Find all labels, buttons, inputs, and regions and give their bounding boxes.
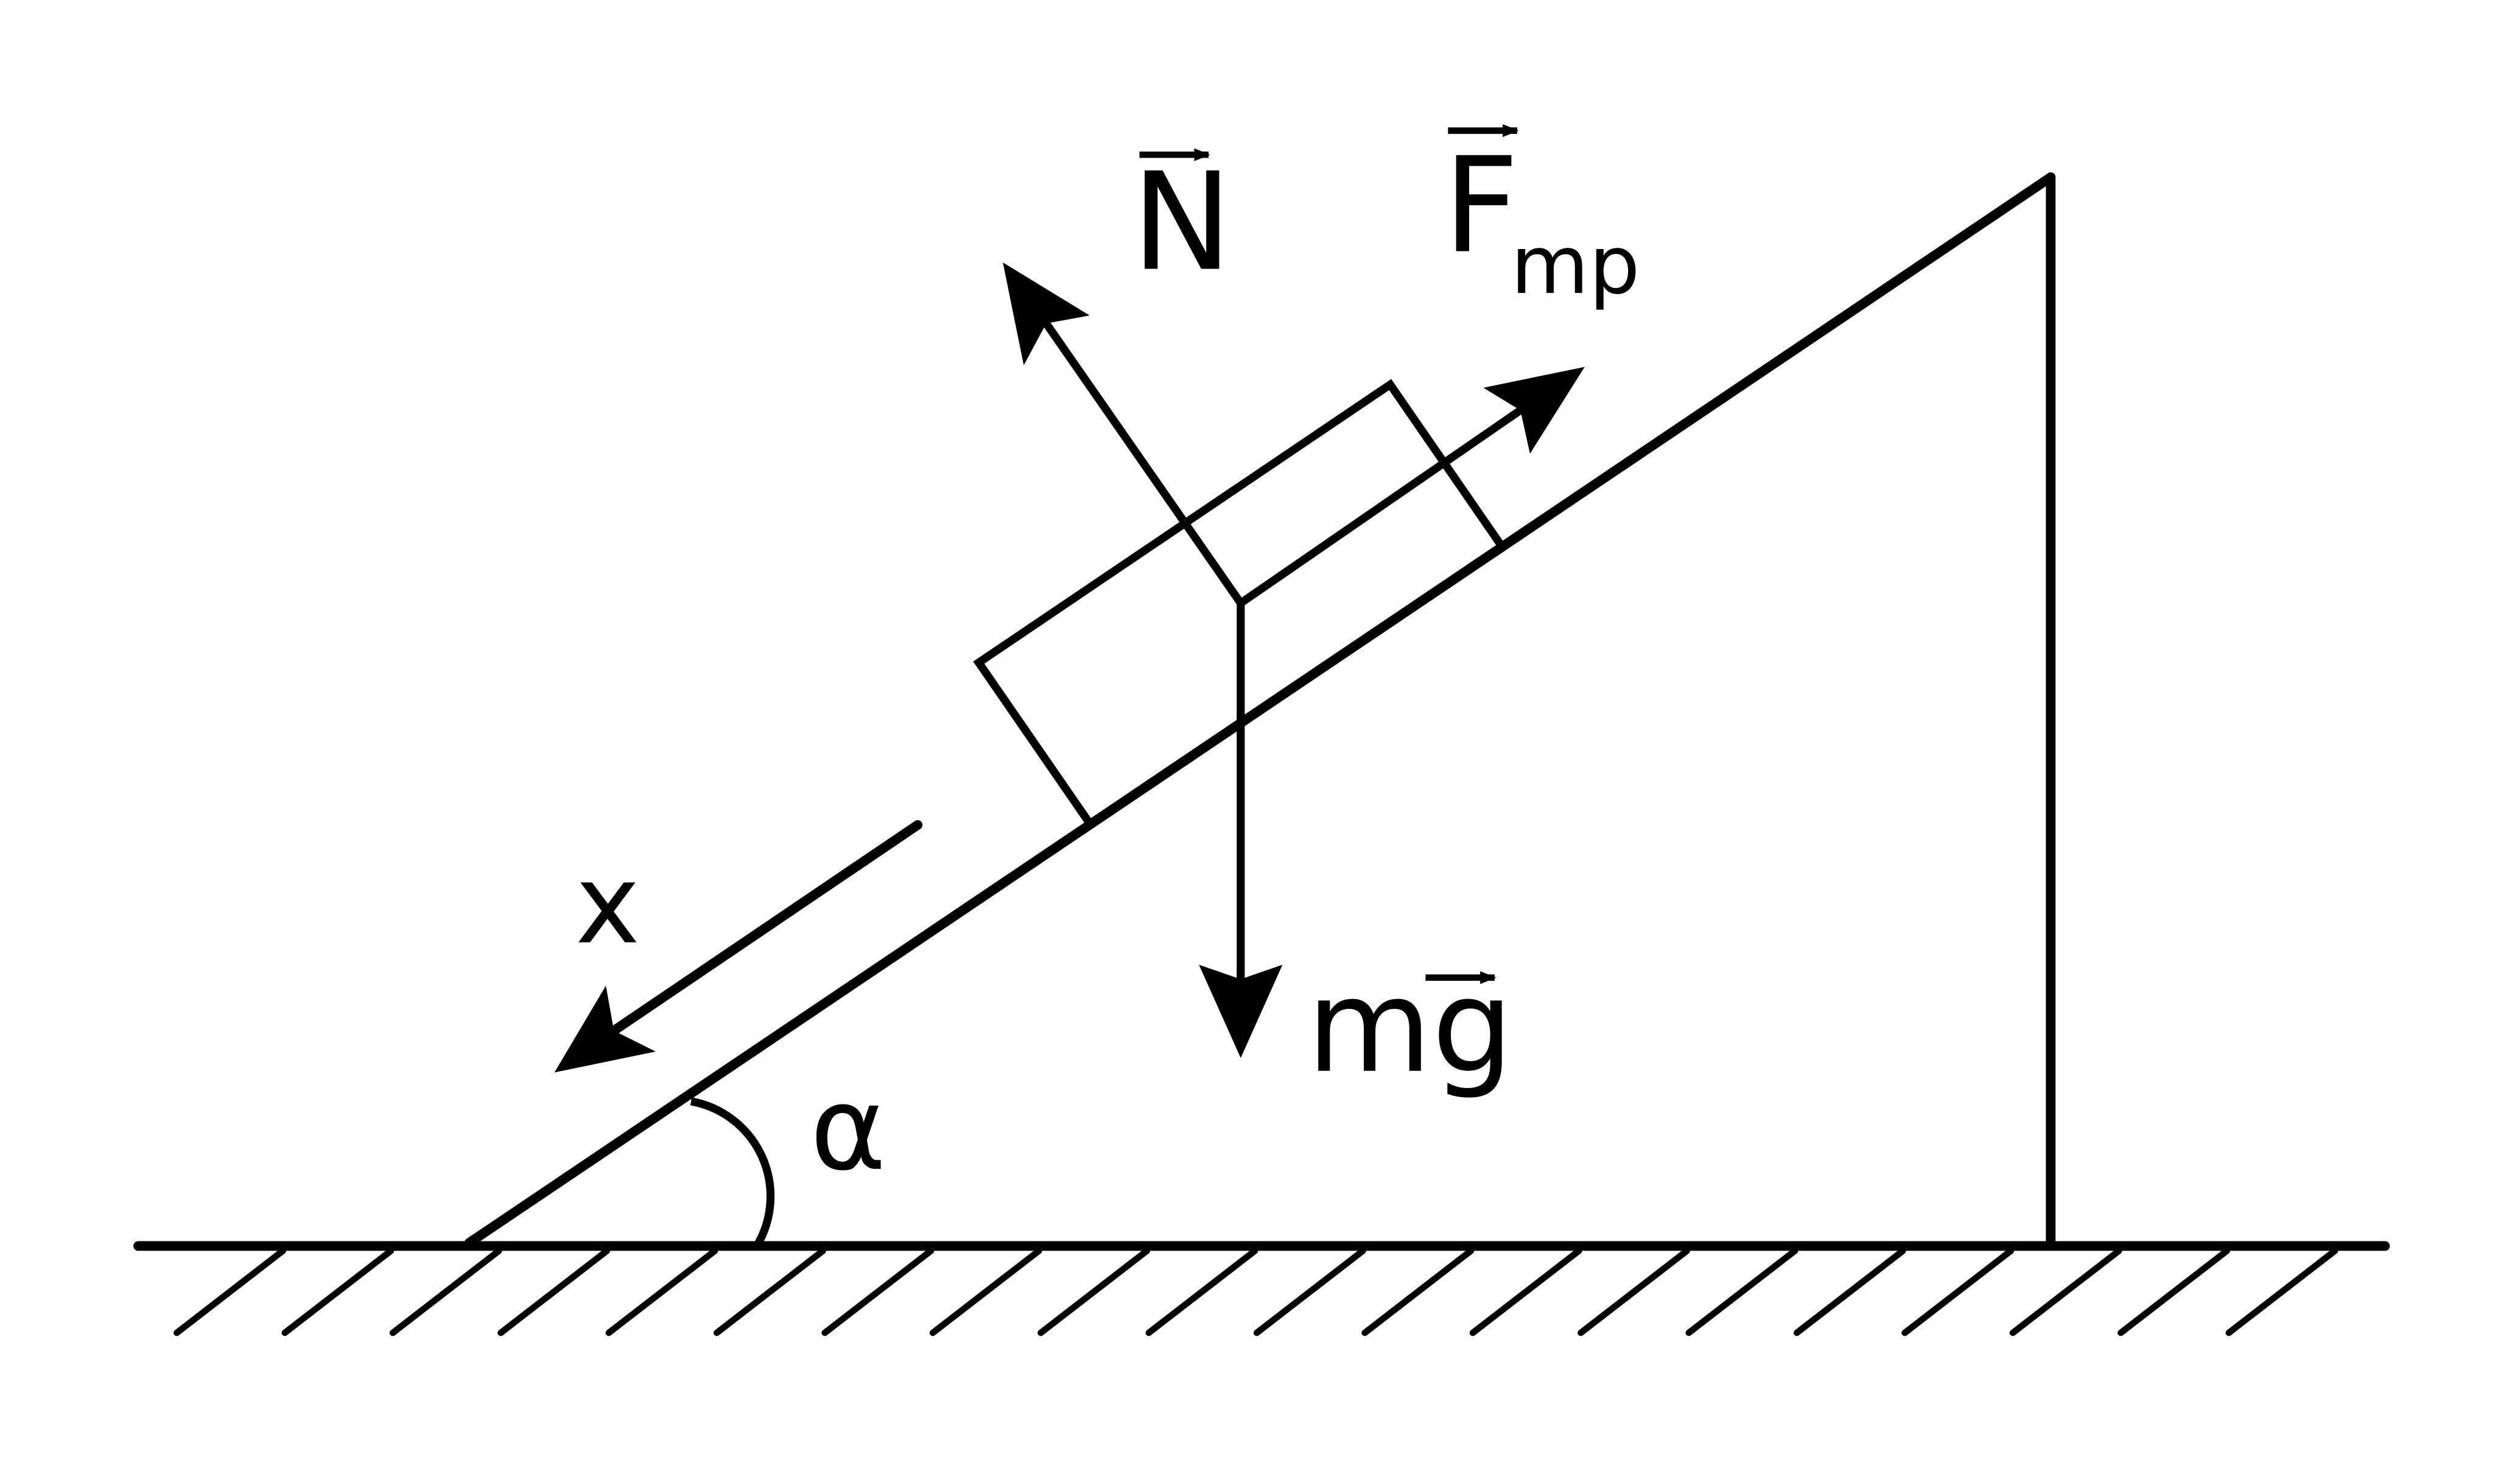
incline-slope bbox=[464, 172, 2056, 1248]
x-axis-arrowhead bbox=[554, 985, 656, 1073]
friction-label: F bbox=[1443, 130, 1519, 283]
hatch-line bbox=[929, 1248, 1042, 1336]
hatch-line bbox=[1469, 1248, 1582, 1336]
hatch-line bbox=[1793, 1248, 1906, 1336]
gravity-force-arrowhead bbox=[1199, 964, 1283, 1058]
hatch-line bbox=[1037, 1248, 1150, 1336]
hatch-line bbox=[1361, 1248, 1475, 1336]
friction-label-subscript: mp bbox=[1511, 219, 1640, 312]
incline bbox=[464, 172, 2056, 1251]
hatch-line bbox=[821, 1248, 935, 1336]
hatch-line bbox=[714, 1248, 826, 1336]
friction-force-arrowhead bbox=[1483, 367, 1585, 454]
angle-label: α bbox=[810, 1062, 886, 1196]
hatch-line bbox=[605, 1248, 718, 1336]
hatch-line bbox=[1253, 1248, 1366, 1336]
hatch-line bbox=[1578, 1248, 1690, 1336]
normal-label: N bbox=[1131, 144, 1232, 301]
hatch-line bbox=[1901, 1248, 2015, 1336]
normal-force-vector bbox=[1003, 262, 1244, 606]
hatch-line bbox=[2118, 1248, 2230, 1336]
friction-force-vector bbox=[1238, 367, 1585, 607]
ground bbox=[133, 1241, 2390, 1336]
hatch-line bbox=[1145, 1248, 1258, 1336]
gravity-force-vector bbox=[1199, 603, 1283, 1058]
gravity-label: mg bbox=[1307, 952, 1514, 1101]
hatch-line bbox=[2225, 1248, 2339, 1336]
hatch-line bbox=[2009, 1248, 2122, 1336]
axis-label: x bbox=[575, 841, 640, 969]
hatch-line bbox=[174, 1248, 286, 1336]
normal-force-arrowhead bbox=[1003, 262, 1090, 365]
angle-arc bbox=[690, 1097, 775, 1245]
label-friction: F mp bbox=[1443, 124, 1640, 312]
hatch-line bbox=[497, 1248, 611, 1336]
hatch-line bbox=[389, 1248, 502, 1336]
ground-hatching bbox=[174, 1248, 2339, 1336]
hatch-line bbox=[1685, 1248, 1799, 1336]
label-normal: N bbox=[1131, 144, 1232, 301]
hatch-line bbox=[281, 1248, 395, 1336]
x-axis-arrow bbox=[554, 820, 923, 1073]
label-gravity: mg bbox=[1307, 952, 1514, 1101]
